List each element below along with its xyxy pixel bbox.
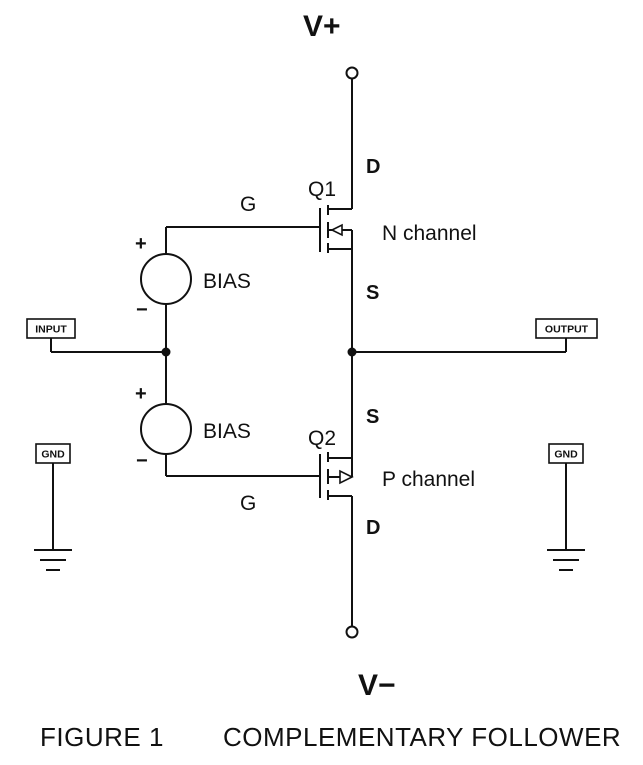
figure-title: COMPLEMENTARY FOLLOWER: [223, 722, 621, 752]
output-port-label: OUTPUT: [545, 324, 589, 336]
q1-mosfet-symbol: [319, 205, 353, 253]
q1-type-label: N channel: [382, 222, 477, 245]
gnd-left-label: GND: [41, 449, 65, 461]
q2-drain-label: D: [366, 517, 380, 539]
ground-icon: [34, 549, 72, 571]
bias-top-minus-sign: −: [136, 299, 148, 321]
q2-source-label: S: [366, 406, 379, 428]
bias-bottom-source-symbol: [140, 403, 192, 455]
q2-gate-label: G: [240, 492, 256, 515]
q1-gate-label: G: [240, 193, 256, 216]
v-minus-label: V−: [358, 669, 396, 702]
bias-top-label: BIAS: [203, 270, 251, 293]
q1-drain-label: D: [366, 156, 380, 178]
bias-bottom-plus-sign: +: [135, 383, 147, 405]
bias-bottom-minus-sign: −: [136, 450, 148, 472]
q1-name-label: Q1: [308, 178, 336, 201]
ground-icon: [547, 549, 585, 571]
output-port-box: [535, 318, 598, 339]
v-minus-terminal: [345, 625, 359, 639]
bias-bottom-label: BIAS: [203, 420, 251, 443]
v-plus-terminal: [345, 66, 359, 80]
v-plus-label: V+: [303, 10, 341, 43]
input-junction-dot: [161, 347, 171, 357]
q2-name-label: Q2: [308, 427, 336, 450]
gnd-right-label: GND: [554, 449, 578, 461]
bias-top-plus-sign: +: [135, 233, 147, 255]
bias-top-source-symbol: [140, 253, 192, 305]
q2-mosfet-symbol: [319, 452, 354, 500]
input-port-label: INPUT: [35, 324, 67, 336]
q2-type-label: P channel: [382, 468, 475, 491]
q1-source-label: S: [366, 282, 379, 304]
figure-number: FIGURE 1: [40, 722, 164, 752]
